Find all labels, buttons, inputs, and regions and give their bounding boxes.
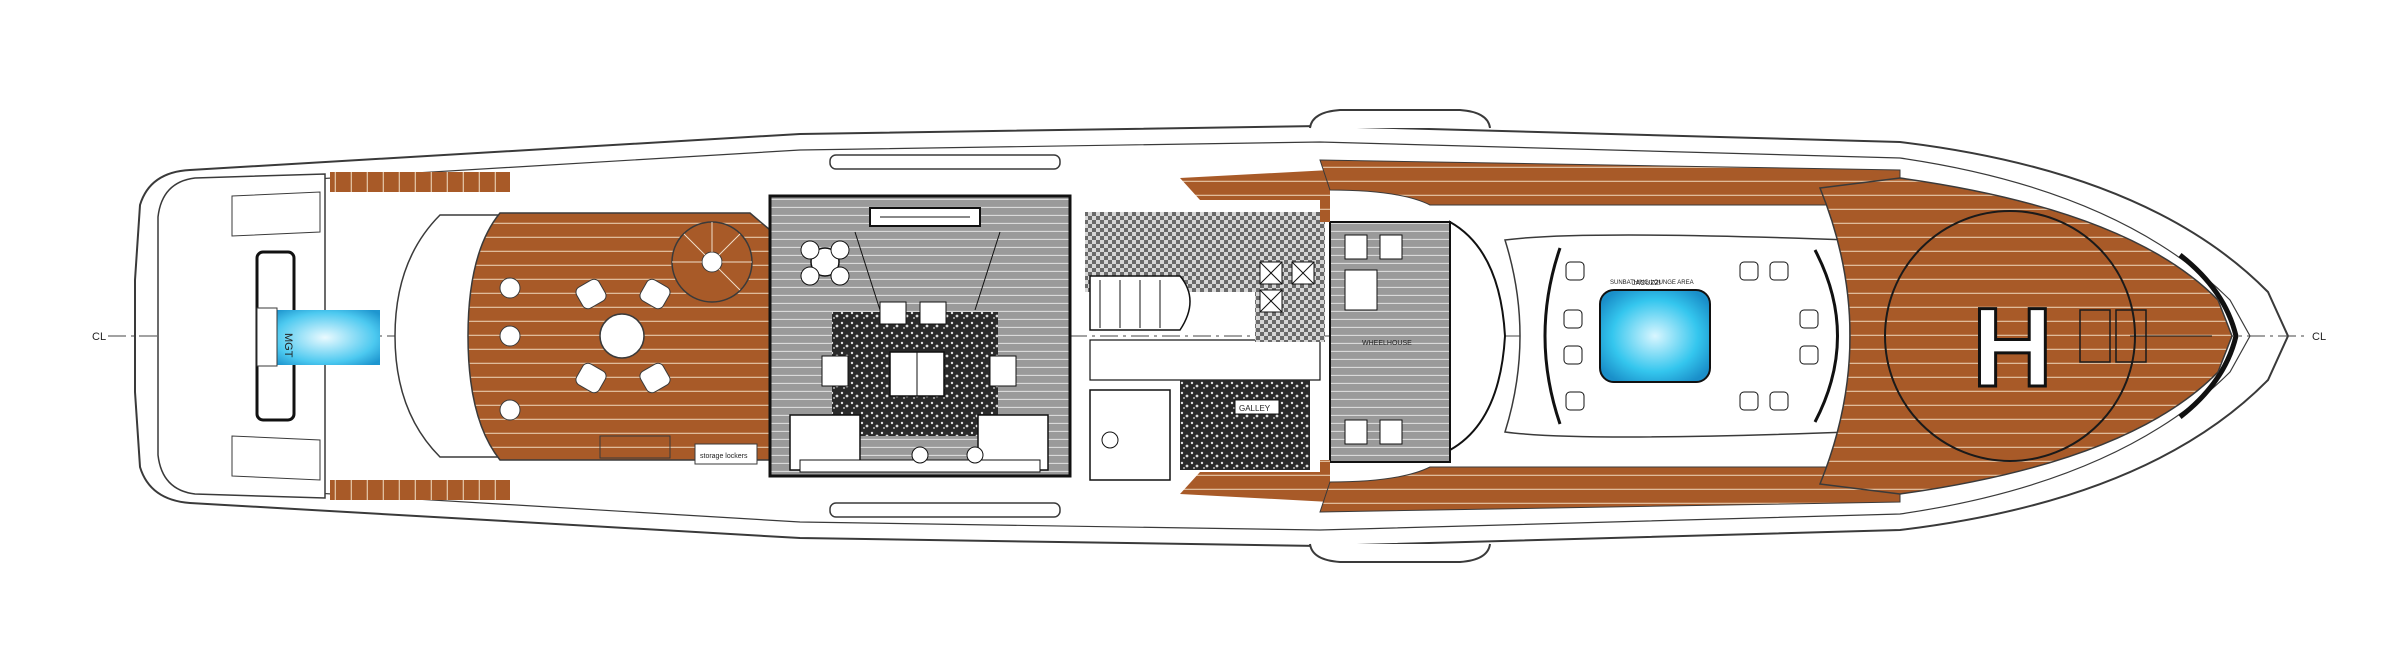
- storage-plate-text: storage lockers: [700, 453, 748, 460]
- aft-teak-strip-port: [330, 172, 510, 192]
- ottoman-2: [919, 301, 947, 325]
- armchair-2: [989, 355, 1017, 387]
- stern-steps-starboard: [231, 435, 321, 481]
- salon-dining-set: [800, 240, 850, 286]
- armchair-1: [821, 355, 849, 387]
- bow-teak: [1818, 177, 2233, 495]
- aft-dining-table: [575, 278, 671, 394]
- ottoman-1: [879, 301, 907, 325]
- bow-dark-rail: [2178, 253, 2239, 419]
- starboard-side-deck-teak: [1180, 460, 1330, 502]
- bow-deck: H: [1818, 177, 2233, 495]
- spiral-staircase: [671, 221, 753, 303]
- aft-teak-strip-starboard: [330, 480, 510, 500]
- galley-tag: GALLEY: [1239, 404, 1271, 413]
- lounge-chair-2: [1379, 234, 1403, 260]
- pantry-cabinets: [1259, 261, 1315, 313]
- port-side-rail: [829, 154, 1061, 170]
- foredeck-bow-seat: [1813, 249, 1839, 423]
- side-stool-3: [499, 399, 521, 421]
- foredeck-lounge: JACUZZI SUNBATHING LOUNGE AREA: [1504, 234, 1851, 438]
- stern-badge: MGT: [282, 333, 294, 358]
- service-corridor: [1089, 339, 1321, 381]
- starboard-foredeck-strip: [1319, 466, 1901, 513]
- port-boarding-bump: [1309, 109, 1491, 129]
- galley-tag-plate: [1234, 399, 1280, 415]
- lounge-chair-1: [1344, 234, 1368, 260]
- helipad-letter: H: [1972, 285, 2053, 410]
- centerline-mark-aft: CL: [92, 331, 106, 343]
- port-foredeck-strip: [1319, 159, 1901, 206]
- main-salon: [768, 194, 1072, 478]
- storage-plate: [694, 443, 758, 465]
- lounge-chair-3: [1344, 419, 1368, 445]
- aft-stair-block: [599, 435, 671, 459]
- aft-pool: [270, 310, 380, 365]
- sky-lounge: WHEELHOUSE: [1329, 220, 1507, 463]
- side-stool-1: [499, 277, 521, 299]
- starboard-boarding-bump: [1309, 543, 1491, 563]
- galley-floor: [1180, 380, 1310, 470]
- bridge-tag: WHEELHOUSE: [1362, 340, 1412, 347]
- pouf-2: [966, 446, 984, 464]
- centerline-mark-fwd: CL: [2312, 331, 2326, 343]
- wheelhouse-console: [1449, 220, 1507, 452]
- pouf-1: [911, 446, 929, 464]
- foredeck-jacuzzi: [1599, 289, 1711, 383]
- powder-room: [1089, 389, 1171, 481]
- aft-deck: storage lockers: [394, 212, 771, 465]
- toilet-icon: [1101, 431, 1119, 449]
- lounge-chair-4: [1379, 419, 1403, 445]
- forward-rail-text: SUNBATHING LOUNGE AREA: [1610, 280, 1694, 286]
- helipad-hatch-1: [2079, 309, 2111, 363]
- side-stool-2: [499, 325, 521, 347]
- lounge-sideboard: [1344, 269, 1378, 311]
- lounge-sofa-curve: [1543, 247, 1562, 425]
- port-side-deck-teak: [1180, 170, 1330, 222]
- stern-area: MGT: [157, 172, 510, 500]
- foredeck-chairs: [1563, 261, 1819, 411]
- stern-badge-plate: [256, 307, 278, 367]
- pool-tag: JACUZZI: [1632, 280, 1661, 287]
- stern-steps-port: [231, 191, 321, 237]
- starboard-side-rail: [829, 502, 1061, 518]
- lobby-and-galley: GALLEY: [1085, 212, 1325, 481]
